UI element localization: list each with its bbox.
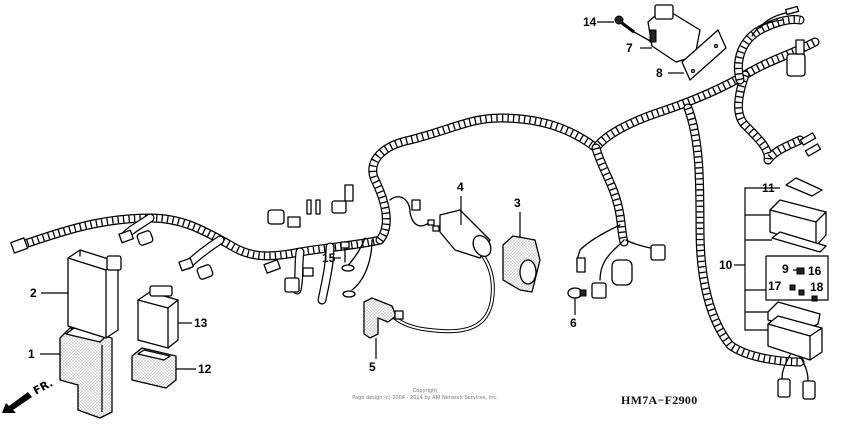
part-7-regulator xyxy=(647,4,701,63)
callout-5[interactable]: 5 xyxy=(369,360,376,374)
callout-9[interactable]: 9 xyxy=(782,262,789,276)
part-6-wire-clamp xyxy=(567,287,587,299)
callout-leaders xyxy=(40,21,829,370)
fuse-box-cover xyxy=(769,199,827,253)
callout-16[interactable]: 16 xyxy=(808,264,822,278)
copyright-notice: Copyright Page design (c) 2004 - 2014 by… xyxy=(300,388,550,402)
callout-17[interactable]: 17 xyxy=(768,279,782,293)
callout-15[interactable]: 15 xyxy=(322,251,336,265)
callout-11[interactable]: 11 xyxy=(762,181,775,195)
fuse-box-fuses xyxy=(789,267,818,302)
callout-14[interactable]: 14 xyxy=(583,15,597,29)
part-3-rubber-mount xyxy=(502,235,541,293)
part-4-ignition-coil xyxy=(427,209,492,259)
arrow-down-left-icon xyxy=(2,392,32,413)
copyright-line-2: Page design (c) 2004 - 2014 by ARI Netwo… xyxy=(352,395,498,401)
callout-13[interactable]: 13 xyxy=(194,316,208,330)
callout-7[interactable]: 7 xyxy=(626,41,633,55)
callout-4[interactable]: 4 xyxy=(457,180,464,194)
part-5-plug-cap xyxy=(363,297,404,339)
callout-6[interactable]: 6 xyxy=(570,316,577,330)
part-8-regulator-plate xyxy=(681,29,727,81)
part-15-bolt xyxy=(340,241,356,298)
copyright-line-1: Copyright xyxy=(412,388,438,394)
part-2-control-unit xyxy=(67,249,122,339)
front-direction-arrow xyxy=(2,392,32,413)
fuse-box-base xyxy=(767,301,823,361)
part-13-relay xyxy=(137,285,179,349)
callout-18[interactable]: 18 xyxy=(810,280,824,294)
part-1-case-cover xyxy=(59,327,113,419)
callout-1[interactable]: 1 xyxy=(28,347,35,361)
part-11-fuse-label xyxy=(785,177,823,197)
callout-2[interactable]: 2 xyxy=(30,286,37,300)
diagram-code: HM7A−F2900 xyxy=(621,393,698,407)
main-harness xyxy=(17,15,820,367)
callout-3[interactable]: 3 xyxy=(514,196,521,210)
callout-12[interactable]: 12 xyxy=(198,362,212,376)
harness-connectors xyxy=(10,5,822,400)
callout-10[interactable]: 10 xyxy=(719,258,733,272)
part-12-relay-cover xyxy=(131,347,177,389)
part-14-bolt xyxy=(614,15,653,43)
callout-8[interactable]: 8 xyxy=(656,66,663,80)
